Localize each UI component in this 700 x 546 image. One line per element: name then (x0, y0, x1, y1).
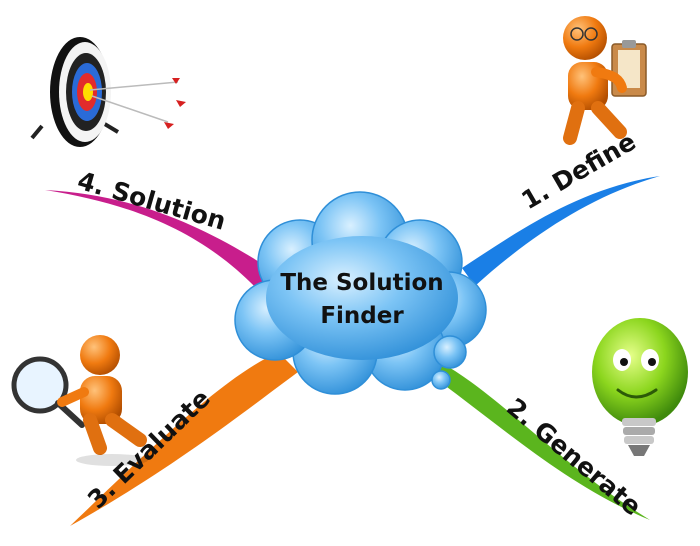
branch-define-line (462, 176, 660, 286)
branch-label-solution: 4. Solution (74, 166, 229, 236)
branch-solution-line (45, 190, 272, 290)
branch-evaluate-line (70, 352, 298, 526)
smiling-lightbulb-icon (592, 318, 688, 456)
person-with-clipboard-icon (563, 16, 647, 145)
center-title-line2: Finder (320, 303, 404, 329)
person-with-magnifier-icon (11, 335, 148, 466)
central-cloud (234, 191, 487, 395)
center-title-line1: The Solution (280, 270, 443, 296)
branch-generate-line (432, 362, 650, 520)
target-with-arrows-icon (30, 37, 186, 147)
